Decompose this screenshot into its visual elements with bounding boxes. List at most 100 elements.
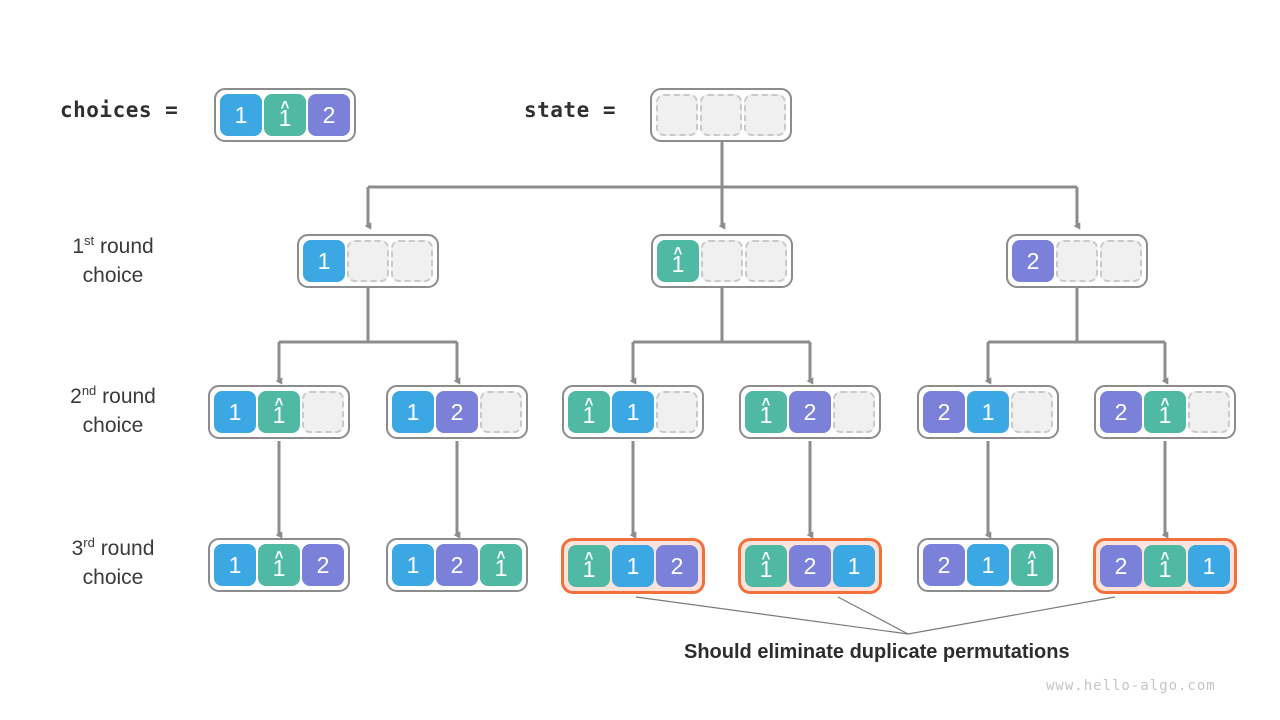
round-3-line2: choice (82, 565, 144, 589)
node-3-2-cell-0: 1 (392, 544, 434, 586)
node-1-1-cell-2 (391, 240, 433, 282)
node-2-6-cell-1: ˄1 (1144, 391, 1186, 433)
round-1-label: 1st round choice (8, 232, 218, 291)
duplicate-hat-icon: ˄ (761, 394, 771, 411)
cell-value: 1 (626, 552, 640, 579)
cell-value: 2 (450, 398, 464, 425)
cell-value: 2 (1114, 398, 1128, 425)
round-1-line2: choice (82, 263, 144, 287)
node-3-3-cell-1: 1 (612, 545, 654, 587)
node-2-1-cell-0: 1 (214, 391, 256, 433)
cell-value: 1 (494, 555, 508, 581)
state-array-cell-1 (700, 94, 742, 136)
round-1-ordinal-suffix: st (84, 233, 95, 248)
node-2-3-cell-1: 1 (612, 391, 654, 433)
choices-array-cell-1: ˄1 (264, 94, 306, 136)
node-2-5-cell-2 (1011, 391, 1053, 433)
node-3-1-cell-2: 2 (302, 544, 344, 586)
cell-value: 1 (234, 101, 248, 128)
duplicate-hat-icon: ˄ (274, 394, 284, 411)
round-3-ordinal-number: 3 (71, 537, 84, 560)
node-2-4-cell-0: ˄1 (745, 391, 787, 433)
cell-value: 2 (450, 551, 464, 578)
cell-value: 1 (981, 398, 995, 425)
cell-value: 1 (406, 551, 420, 578)
round-2-ordinal-number: 2 (70, 385, 82, 408)
node-2-6: 2 ˄1 (1094, 385, 1236, 439)
cell-value: 1 (278, 105, 292, 131)
duplicate-hat-icon: ˄ (1027, 547, 1037, 564)
duplicate-hat-icon: ˄ (280, 97, 290, 114)
node-2-2-cell-1: 2 (436, 391, 478, 433)
node-3-4-cell-1: 2 (789, 545, 831, 587)
cell-value: 2 (316, 551, 330, 578)
watermark: www.hello-algo.com (1046, 678, 1216, 694)
round-3-label: 3rd round choice (8, 534, 218, 593)
node-1-3: 2 (1006, 234, 1148, 288)
node-3-6-cell-1: ˄1 (1144, 545, 1186, 587)
cell-value: 1 (759, 402, 773, 428)
node-3-6-cell-0: 2 (1100, 545, 1142, 587)
cell-value: 1 (228, 398, 242, 425)
cell-value: 1 (1025, 555, 1039, 581)
round-2-line2: choice (82, 413, 144, 437)
duplicate-hat-icon: ˄ (584, 394, 594, 411)
duplicate-hat-icon: ˄ (673, 243, 683, 260)
cell-value: 2 (803, 552, 817, 579)
annotation-leader-lines (635, 596, 1116, 635)
node-1-2: ˄1 (651, 234, 793, 288)
round-2-word: round (102, 385, 156, 408)
node-2-1-cell-2 (302, 391, 344, 433)
node-3-5-cell-0: 2 (923, 544, 965, 586)
cell-value: 1 (272, 402, 286, 428)
node-3-6: 2 ˄1 1 (1093, 538, 1237, 594)
node-3-5-cell-1: 1 (967, 544, 1009, 586)
cell-value: 2 (322, 101, 336, 128)
node-2-4-cell-1: 2 (789, 391, 831, 433)
cell-value: 2 (670, 552, 684, 579)
round-1-ordinal-number: 1 (72, 235, 84, 258)
cell-value: 2 (1114, 552, 1128, 579)
node-3-4-cell-0: ˄1 (745, 545, 787, 587)
node-1-3-cell-2 (1100, 240, 1142, 282)
node-2-1-cell-1: ˄1 (258, 391, 300, 433)
round-2-label: 2nd round choice (8, 382, 218, 441)
duplicate-hat-icon: ˄ (1160, 394, 1170, 411)
cell-value: 2 (937, 398, 951, 425)
cell-value: 1 (582, 402, 596, 428)
node-2-2-cell-0: 1 (392, 391, 434, 433)
cell-value: 1 (228, 551, 242, 578)
choices-array-cell-0: 1 (220, 94, 262, 136)
node-1-2-cell-1 (701, 240, 743, 282)
node-3-3-cell-0: ˄1 (568, 545, 610, 587)
state-array-cell-2 (744, 94, 786, 136)
cell-value: 1 (1158, 402, 1172, 428)
duplicate-hat-icon: ˄ (496, 547, 506, 564)
cell-value: 1 (1202, 552, 1216, 579)
node-1-3-cell-1 (1056, 240, 1098, 282)
node-1-1-cell-1 (347, 240, 389, 282)
state-label: state = (524, 98, 617, 122)
cell-value: 1 (847, 552, 861, 579)
duplicate-hat-icon: ˄ (584, 548, 594, 565)
duplicate-hat-icon: ˄ (761, 548, 771, 565)
cell-value: 1 (759, 556, 773, 582)
state-array (650, 88, 792, 142)
state-array-cell-0 (656, 94, 698, 136)
node-2-3-cell-0: ˄1 (568, 391, 610, 433)
cell-value: 1 (582, 556, 596, 582)
round-1-word: round (99, 235, 154, 258)
node-1-3-cell-0: 2 (1012, 240, 1054, 282)
node-1-2-cell-0: ˄1 (657, 240, 699, 282)
node-3-2-cell-1: 2 (436, 544, 478, 586)
duplicate-hat-icon: ˄ (274, 547, 284, 564)
